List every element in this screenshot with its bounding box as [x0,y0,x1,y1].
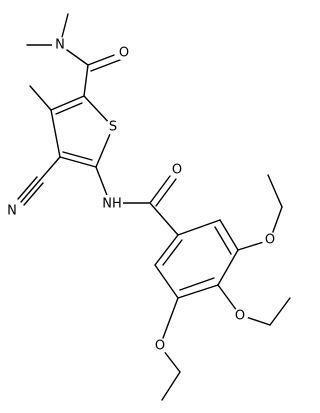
atom-o-ethoxy-3: O [265,233,275,248]
bond-ar5-ar6 [154,264,179,299]
bond-ar5-o5 [159,297,179,347]
bond-ar3-ar4 [217,249,239,286]
bond-ch2-ch3-3 [267,174,283,208]
bond-ar4-ar5 [177,284,219,299]
bond-nitrile-1 [20,179,41,203]
bond-carbonyl2-o [149,175,171,204]
bond-carbonyl-o-double [90,57,126,72]
atom-labels: N O S N NH O O O O [4,37,278,354]
bond-ar6-ar1-double [162,239,183,266]
bond-c5-c4 [50,95,85,111]
bond-carbonyl-c5 [83,64,89,97]
bond-ch2-ch3-5 [161,371,181,401]
atom-n-nitrile: N [7,204,17,219]
atom-o-amide: O [119,46,129,61]
atom-o-ethoxy-4: O [235,309,245,324]
bond-ar2-ar3-double [214,226,232,255]
atom-o-ethoxy-5: O [155,339,165,354]
atom-o-benzamide: O [172,163,182,178]
atom-nh: NH [102,197,122,212]
atom-n-amide: N [55,38,65,53]
bond-ar1-ar2 [177,219,221,236]
bond-nitrile-2 [23,182,44,206]
bond-ch2-ch3-4 [269,297,291,326]
bond-c2-c3-double [62,151,93,161]
bond-carbonyl2-ring [149,202,179,236]
bond-ar6-ar1 [154,234,179,266]
bond-c2-c3 [59,156,97,168]
bonds [17,13,291,401]
chemical-structure: N O S N NH O O O O [4,13,291,401]
bond-c4-methyl [29,85,52,111]
atom-s-ring: S [109,120,117,135]
bond-ar2-ar3 [219,219,239,251]
bond-c3-c4 [50,109,61,158]
bond-ar4-ar5-double [179,277,215,291]
bond-nitrile-3 [17,176,38,200]
bond-c3-cn [39,156,61,181]
bond-c5-c4-double [55,102,83,115]
bond-carbonyl2-o-double [155,178,177,207]
